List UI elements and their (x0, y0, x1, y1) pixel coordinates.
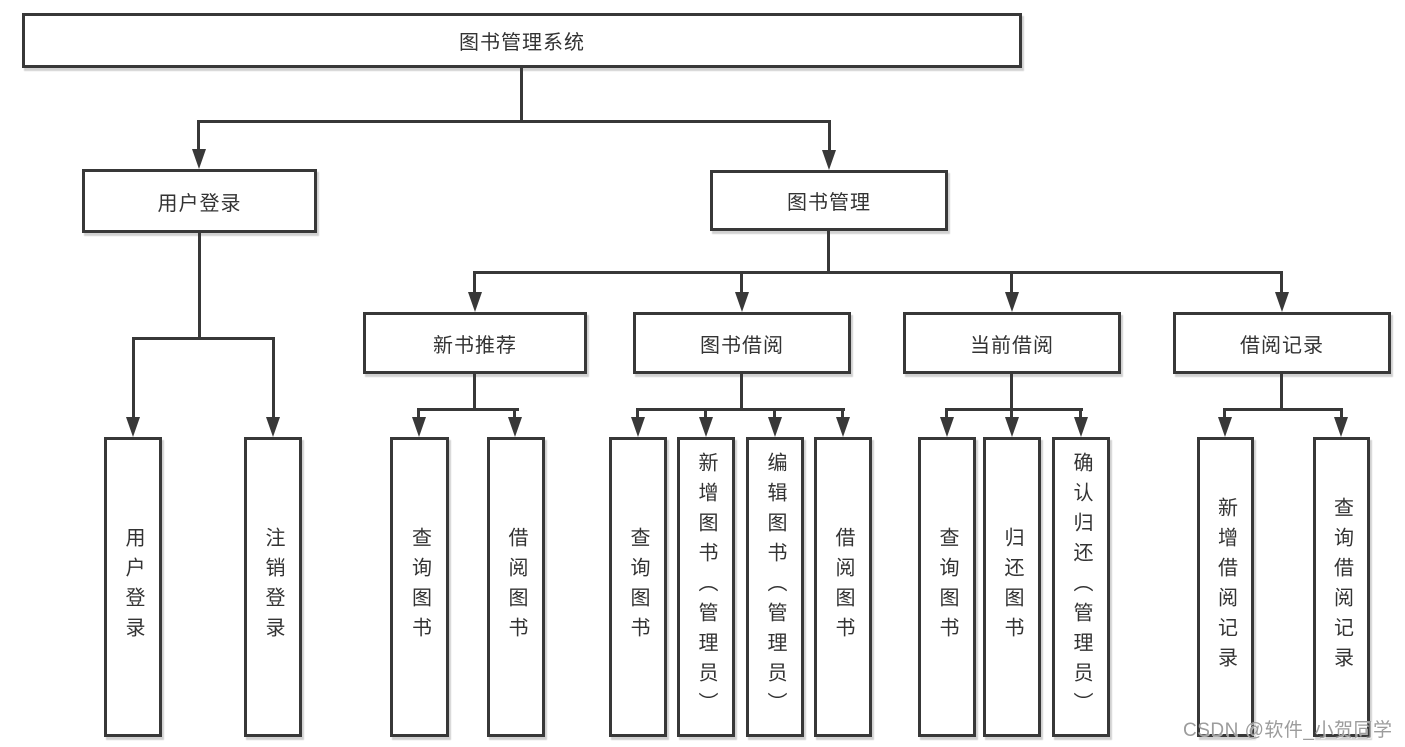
connector-stem (1340, 408, 1343, 420)
node-root: 图书管理系统 (22, 13, 1022, 68)
connector-stem (945, 408, 948, 420)
connector-stem (740, 374, 743, 411)
connector-stem (827, 231, 830, 274)
connector-stem (520, 68, 523, 120)
node-book-borrow-label: 图书借阅 (700, 334, 784, 357)
arrow-down-icon (412, 417, 426, 437)
connector-stem (1223, 408, 1226, 420)
connector-stem (1010, 374, 1013, 411)
arrow-down-icon (1005, 417, 1019, 437)
connector-stem (198, 233, 201, 337)
arrow-down-icon (126, 417, 140, 437)
connector-stem (636, 408, 639, 420)
leaf-add-book: 新增图书（管理员） (677, 437, 735, 737)
arrow-down-icon (940, 417, 954, 437)
leaf-edit-book: 编辑图书（管理员） (746, 437, 804, 737)
connector-stem (1010, 408, 1013, 420)
arrow-down-icon (192, 149, 206, 169)
node-current-borrow-label: 当前借阅 (970, 334, 1054, 357)
node-new-book-rec: 新书推荐 (363, 312, 587, 374)
node-new-book-rec-label: 新书推荐 (433, 334, 517, 357)
leaf-logout-label: 注销登录 (262, 527, 284, 647)
leaf-borrow-book-rec: 借阅图书 (487, 437, 545, 737)
leaf-query-book-borrow-label: 查询图书 (627, 527, 649, 647)
connector-stem (704, 408, 707, 420)
leaf-borrow-book: 借阅图书 (814, 437, 872, 737)
leaf-query-book-rec-label: 查询图书 (408, 527, 431, 647)
node-book-borrow: 图书借阅 (633, 312, 851, 374)
connector-stem (272, 337, 275, 419)
arrow-down-icon (266, 417, 280, 437)
leaf-query-book-borrow: 查询图书 (609, 437, 667, 737)
arrow-down-icon (1275, 292, 1289, 312)
connector-rail (473, 271, 1283, 274)
leaf-confirm-return-label: 确认归还（管理员） (1070, 452, 1092, 722)
arrow-down-icon (1334, 417, 1348, 437)
node-book-mgmt-label: 图书管理 (787, 192, 871, 214)
arrow-down-icon (822, 150, 836, 170)
connector-rail (417, 408, 519, 411)
connector-stem (841, 408, 844, 420)
connector-stem (1280, 374, 1283, 411)
connector-stem (473, 271, 476, 294)
connector-stem (132, 337, 135, 419)
connector-stem (473, 374, 476, 411)
node-current-borrow: 当前借阅 (903, 312, 1121, 374)
leaf-query-record-label: 查询借阅记录 (1330, 497, 1353, 677)
arrow-down-icon (1218, 417, 1232, 437)
connector-rail (1223, 408, 1343, 411)
connector-stem (828, 120, 831, 151)
connector-stem (417, 408, 420, 420)
leaf-user-login: 用户登录 (104, 437, 162, 737)
connector-stem (740, 271, 743, 294)
leaf-borrow-book-rec-label: 借阅图书 (505, 527, 527, 647)
arrow-down-icon (468, 292, 482, 312)
connector-stem (197, 120, 200, 150)
connector-stem (1079, 408, 1082, 420)
node-borrow-record: 借阅记录 (1173, 312, 1391, 374)
arrow-down-icon (1005, 292, 1019, 312)
leaf-add-book-label: 新增图书（管理员） (695, 452, 717, 722)
node-book-mgmt: 图书管理 (710, 170, 948, 231)
leaf-query-record: 查询借阅记录 (1313, 437, 1370, 737)
connector-stem (1010, 271, 1013, 294)
node-root-label: 图书管理系统 (459, 32, 585, 54)
leaf-add-record: 新增借阅记录 (1197, 437, 1254, 737)
connector-rail (945, 408, 1083, 411)
leaf-logout: 注销登录 (244, 437, 302, 737)
connector-rail (197, 120, 831, 123)
arrow-down-icon (631, 417, 645, 437)
leaf-confirm-return: 确认归还（管理员） (1052, 437, 1110, 737)
leaf-query-book-rec: 查询图书 (390, 437, 449, 737)
leaf-query-book-cur: 查询图书 (918, 437, 976, 737)
connector-stem (773, 408, 776, 420)
connector-stem (1280, 271, 1283, 294)
node-user-login-label: 用户登录 (157, 192, 242, 215)
leaf-return-book-label: 归还图书 (1001, 527, 1023, 647)
arrow-down-icon (836, 417, 850, 437)
connector-rail (636, 408, 845, 411)
leaf-add-record-label: 新增借阅记录 (1214, 497, 1237, 677)
arrow-down-icon (699, 417, 713, 437)
arrow-down-icon (508, 417, 522, 437)
node-user-login: 用户登录 (82, 169, 317, 233)
arrow-down-icon (735, 292, 749, 312)
leaf-edit-book-label: 编辑图书（管理员） (764, 452, 786, 722)
csdn-watermark: CSDN @软件_小贺同学 (1183, 720, 1393, 741)
leaf-return-book: 归还图书 (983, 437, 1041, 737)
leaf-user-login-label: 用户登录 (122, 527, 144, 647)
arrow-down-icon (1074, 417, 1088, 437)
connector-stem (513, 408, 516, 420)
leaf-query-book-cur-label: 查询图书 (936, 527, 958, 647)
connector-rail (132, 337, 275, 340)
node-borrow-record-label: 借阅记录 (1240, 334, 1324, 357)
arrow-down-icon (768, 417, 782, 437)
leaf-borrow-book-label: 借阅图书 (832, 527, 854, 647)
